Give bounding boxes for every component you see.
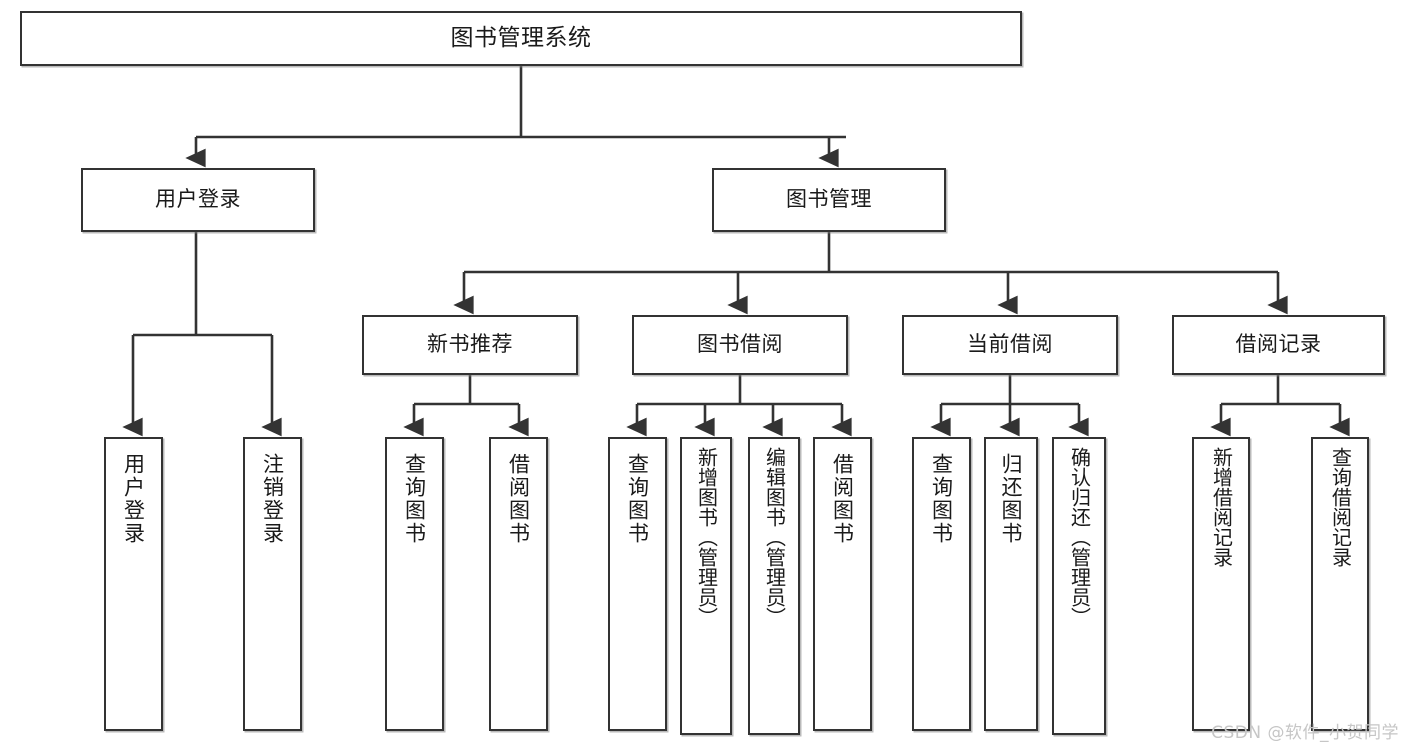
- leaf-edit-book-admin[interactable]: 编辑图书（管理员）: [748, 437, 800, 735]
- leaf-borrow-book[interactable]: 借阅图书: [813, 437, 872, 731]
- node-label: 用户登录: [121, 453, 146, 545]
- node-label: 借阅图书: [830, 453, 855, 545]
- node-label: 查询图书: [625, 453, 650, 545]
- node-label: 确认归还（管理员）: [1067, 447, 1092, 627]
- leaf-query-book-current[interactable]: 查询图书: [912, 437, 971, 731]
- leaf-borrow-book-newbook[interactable]: 借阅图书: [489, 437, 548, 731]
- leaf-user-logout[interactable]: 注销登录: [243, 437, 302, 731]
- node-current-borrow[interactable]: 当前借阅: [902, 315, 1118, 375]
- node-book-management[interactable]: 图书管理: [712, 168, 946, 232]
- node-book-borrow[interactable]: 图书借阅: [632, 315, 848, 375]
- node-label: 查询图书: [929, 453, 954, 545]
- node-new-book-recommend[interactable]: 新书推荐: [362, 315, 578, 375]
- leaf-confirm-return-admin[interactable]: 确认归还（管理员）: [1052, 437, 1106, 735]
- node-root-system[interactable]: 图书管理系统: [20, 11, 1022, 66]
- leaf-query-borrow-record[interactable]: 查询借阅记录: [1311, 437, 1369, 731]
- node-user-login[interactable]: 用户登录: [81, 168, 315, 232]
- node-label: 查询借阅记录: [1328, 447, 1353, 567]
- node-label: 查询图书: [402, 453, 427, 545]
- node-label: 图书借阅: [697, 332, 783, 357]
- node-label: 新增图书（管理员）: [694, 447, 719, 627]
- node-label: 借阅记录: [1235, 332, 1322, 357]
- node-label: 编辑图书（管理员）: [762, 447, 787, 627]
- watermark-text: CSDN @软件_小贺同学: [1211, 723, 1399, 743]
- node-label: 用户登录: [155, 187, 241, 212]
- leaf-add-borrow-record[interactable]: 新增借阅记录: [1192, 437, 1250, 731]
- leaf-return-book[interactable]: 归还图书: [984, 437, 1038, 731]
- node-label: 图书管理系统: [450, 24, 592, 51]
- node-label: 注销登录: [260, 453, 285, 545]
- leaf-query-book-borrow[interactable]: 查询图书: [608, 437, 667, 731]
- leaf-user-login[interactable]: 用户登录: [104, 437, 163, 731]
- leaf-add-book-admin[interactable]: 新增图书（管理员）: [680, 437, 732, 735]
- node-label: 新书推荐: [427, 332, 513, 357]
- node-label: 借阅图书: [506, 453, 531, 545]
- node-label: 归还图书: [999, 453, 1024, 545]
- node-label: 当前借阅: [967, 332, 1053, 357]
- node-label: 新增借阅记录: [1209, 447, 1234, 567]
- leaf-query-book-newbook[interactable]: 查询图书: [385, 437, 444, 731]
- node-label: 图书管理: [786, 187, 872, 212]
- node-borrow-record[interactable]: 借阅记录: [1172, 315, 1385, 375]
